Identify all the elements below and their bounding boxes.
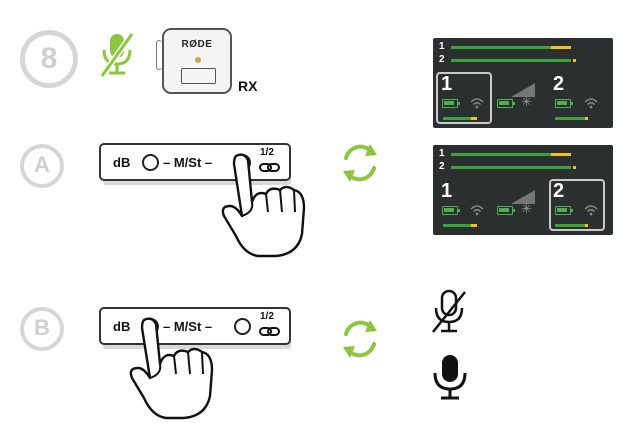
channel-2-peak [585, 117, 588, 120]
meter-bar-1 [451, 153, 551, 156]
step-b-badge: B [20, 307, 64, 351]
channel-2-number: 2 [553, 180, 565, 202]
db-label: dB [113, 319, 131, 334]
meter-peak-1 [551, 153, 571, 156]
mst-label: – M/St – [163, 319, 213, 334]
channel-2-level [555, 117, 585, 120]
wifi-icon [470, 205, 484, 216]
step-8-badge: 8 [20, 30, 78, 88]
device-brand: RØDE [181, 39, 213, 50]
mic-muted-icon [432, 289, 466, 333]
battery-icon [497, 206, 515, 215]
signal-icon [511, 190, 535, 204]
mst-button[interactable] [234, 318, 251, 335]
mic-muted-icon [99, 32, 135, 78]
meter-peak-1 [551, 46, 571, 49]
step-a-badge: A [20, 144, 64, 188]
brightness-icon: ✳ [521, 201, 532, 216]
meter-bar-1 [451, 46, 551, 49]
display-screen-2: 1 2 1 ✳ 2 [433, 145, 613, 235]
device-label: RX [238, 78, 258, 94]
channel-1-number: 1 [441, 180, 453, 202]
device-screen [181, 68, 216, 84]
battery-icon [442, 99, 460, 108]
channel-2-peak [585, 224, 588, 227]
db-label: dB [113, 155, 131, 170]
db-button[interactable] [142, 154, 159, 171]
battery-icon [555, 99, 573, 108]
display-screen-1: 1 2 1 ✳ 2 [433, 38, 613, 128]
signal-icon [511, 83, 535, 97]
battery-icon [497, 99, 515, 108]
hand-pointer-icon [129, 317, 214, 420]
link-icon [259, 327, 280, 336]
meter-bar-2 [451, 59, 571, 62]
refresh-icon [343, 144, 377, 182]
meter-label-1: 1 [439, 41, 445, 52]
wifi-icon [470, 98, 484, 109]
link-label: 1/2 [260, 311, 274, 322]
meter-peak-2 [573, 166, 576, 169]
channel-2-level [555, 224, 585, 227]
channel-1-level [443, 224, 471, 227]
meter-peak-2 [573, 59, 576, 62]
channel-1-level [443, 117, 471, 120]
channel-1-number: 1 [441, 73, 453, 95]
link-label: 1/2 [260, 147, 274, 158]
meter-label-1: 1 [439, 148, 445, 159]
control-panel-a: dB – M/St – 1/2 [99, 143, 291, 181]
hand-pointer-icon [221, 153, 306, 258]
link-icon [259, 163, 280, 172]
control-panel-b: dB – M/St – 1/2 [99, 307, 291, 345]
wifi-icon [584, 205, 598, 216]
status-led [195, 57, 201, 63]
receiver-device: RØDE [162, 28, 232, 94]
refresh-icon [343, 320, 377, 358]
brightness-icon: ✳ [521, 94, 532, 109]
channel-1-peak [471, 117, 477, 120]
meter-label-2: 2 [439, 161, 445, 172]
channel-2-number: 2 [553, 73, 565, 95]
channel-1-peak [471, 224, 477, 227]
channel-1-selection [436, 72, 492, 124]
mic-icon [433, 355, 467, 400]
channel-2-selection [549, 179, 605, 231]
device-side-port [156, 40, 162, 70]
meter-label-2: 2 [439, 54, 445, 65]
battery-icon [555, 206, 573, 215]
mst-label: – M/St – [163, 155, 213, 170]
meter-bar-2 [451, 166, 571, 169]
battery-icon [442, 206, 460, 215]
wifi-icon [584, 98, 598, 109]
